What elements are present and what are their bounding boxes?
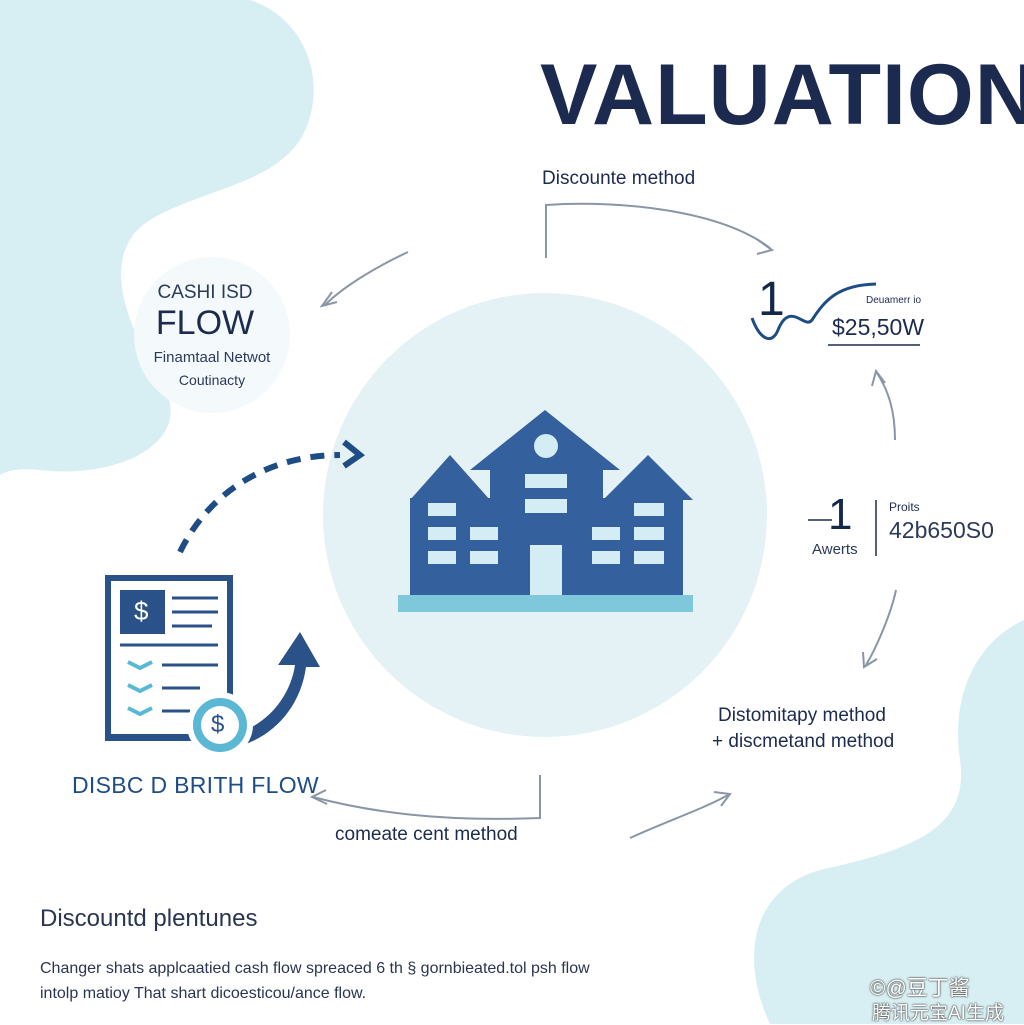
metric-caption-top: Deuamerr io xyxy=(866,295,922,306)
background-blob-bottom-right xyxy=(754,620,1024,1024)
cash-heading-small: CASHI ISD xyxy=(157,282,253,303)
watermark-line-2: 腾讯元宝AI生成 xyxy=(872,1003,1004,1024)
distomitapy-method-label: Distomitapy method xyxy=(718,705,886,726)
coin-dollar-label: $ xyxy=(211,711,225,738)
footer-text-line-1: Changer shats applcaatied cash flow spre… xyxy=(40,960,590,977)
profits-value: 42b650S0 xyxy=(889,517,994,543)
building-icon xyxy=(398,410,693,612)
metric-number-middle: 1 xyxy=(828,490,853,539)
metric-amount: $25,50W xyxy=(832,314,925,340)
footer-text-line-2: intolp matioy That shart dicoesticou/anc… xyxy=(40,985,367,1002)
watermark-line-1: ©@豆丁酱 xyxy=(870,977,970,1000)
cycle-arrow-icon xyxy=(309,202,897,839)
discount-method-label: Discounte method xyxy=(542,168,696,189)
comeate-method-label: comeate cent method xyxy=(335,824,518,845)
dashed-arrow xyxy=(177,452,341,554)
cash-flow-subtitle-2: Coutinacty xyxy=(178,372,246,388)
dollar-coin-icon xyxy=(187,692,253,758)
metric-number-top: 1 xyxy=(758,273,785,326)
dashed-arrow-head xyxy=(342,439,366,469)
wave-chart-icon xyxy=(750,282,877,341)
awerts-label: Awerts xyxy=(812,541,858,558)
page-title: VALUATION xyxy=(540,47,1024,143)
background-blob-top-left xyxy=(0,0,314,475)
growth-arrow-icon xyxy=(228,632,320,748)
discmetand-method-label: + discmetand method xyxy=(712,731,895,752)
cash-flow-circle xyxy=(134,257,290,413)
cash-flow-heading: FLOW xyxy=(155,304,255,342)
cash-flow-subtitle-1: Finamtaal Netwot xyxy=(153,349,271,366)
footer-heading: Discountd plentunes xyxy=(40,905,258,932)
doc-dollar-label: $ xyxy=(134,596,149,626)
profits-label: Proits xyxy=(889,500,920,514)
disbc-flow-label: DISBC D BRITH FLOW xyxy=(72,772,319,798)
